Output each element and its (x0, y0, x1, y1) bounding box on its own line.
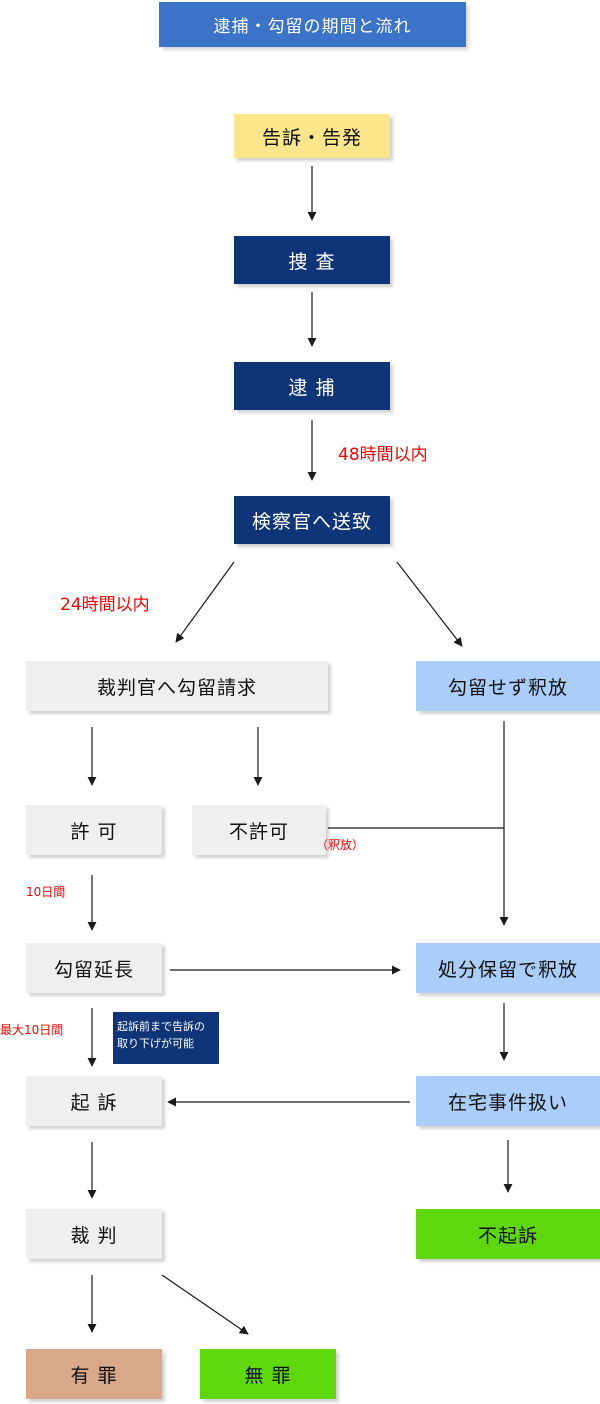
node-detention-request: 裁判官へ勾留請求 (26, 661, 328, 711)
node-permitted: 許 可 (26, 805, 162, 855)
node-extension: 勾留延長 (26, 943, 162, 993)
arrow-trial-to-not-guilty (161, 1274, 249, 1335)
diagram-title: 逮捕・勾留の期間と流れ (159, 2, 466, 47)
node-referral: 検察官へ送致 (234, 496, 390, 544)
arrow-referral-to-release (396, 561, 463, 647)
node-at-home-case: 在宅事件扱い (416, 1076, 600, 1126)
label-ten-days: 10日間 (26, 885, 66, 899)
node-complaint: 告訴・告発 (234, 114, 390, 158)
node-not-permitted: 不許可 (192, 805, 326, 855)
node-guilty: 有 罪 (26, 1349, 162, 1399)
node-investigation: 捜 査 (234, 236, 390, 284)
node-release-no-detention: 勾留せず釈放 (416, 661, 600, 711)
node-arrest: 逮 捕 (234, 362, 390, 410)
node-deferred-release: 処分保留で釈放 (416, 943, 600, 993)
label-release-paren: （釈放） (316, 838, 365, 852)
arrow-referral-to-request (175, 561, 235, 643)
node-indictment: 起 訴 (26, 1076, 162, 1126)
label-within-24h: 24時間以内 (60, 595, 150, 615)
withdrawal-note: 起訴前まで告訴の取り下げが可能 (113, 1012, 219, 1064)
label-within-48h: 48時間以内 (338, 445, 428, 465)
node-trial: 裁 判 (26, 1209, 162, 1259)
node-non-indictment: 不起訴 (416, 1209, 600, 1259)
node-not-guilty: 無 罪 (200, 1349, 336, 1399)
label-max-ten-days: 最大10日間 (0, 1023, 64, 1037)
